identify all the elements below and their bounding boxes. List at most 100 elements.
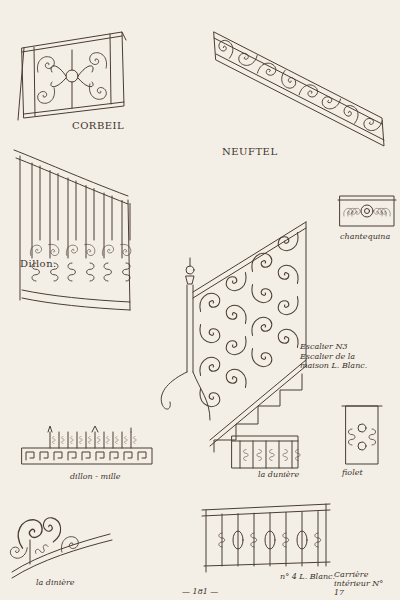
iron-stroke (61, 537, 78, 552)
iron-stroke (40, 166, 41, 240)
iron-stroke (94, 189, 95, 241)
corbeil-railing (18, 32, 126, 120)
iron-stroke (38, 515, 66, 543)
narrow-panel (342, 406, 382, 464)
iron-stroke (252, 285, 272, 303)
iron-stroke (106, 437, 109, 444)
sketch-caption: Escalier N3 (300, 342, 348, 351)
small-balcony (338, 196, 396, 226)
iron-stroke (58, 174, 59, 241)
iron-stroke (90, 53, 107, 68)
iron-stroke (278, 329, 298, 347)
iron-stroke (200, 293, 220, 311)
iron-stroke (341, 103, 362, 123)
iron-stroke (252, 317, 272, 335)
iron-stroke (88, 437, 91, 444)
iron-stroke (348, 429, 355, 445)
sketch-caption: fiolet (342, 468, 363, 477)
iron-stroke (95, 432, 96, 448)
iron-stroke (37, 57, 54, 72)
iron-stroke (257, 450, 262, 461)
iron-stroke (123, 263, 130, 281)
page-number: — 181 — (182, 587, 218, 596)
iron-stroke (270, 513, 271, 566)
iron-stroke (104, 263, 111, 281)
bottom-railing (202, 504, 330, 572)
iron-stroke (296, 450, 301, 461)
iron-stroke (240, 441, 241, 468)
iron-stroke (115, 437, 118, 444)
iron-stroke (200, 357, 220, 375)
iron-stroke (283, 450, 288, 461)
iron-stroke (49, 244, 59, 255)
iron-stroke (14, 517, 47, 549)
iron-stroke (244, 450, 249, 461)
iron-stroke (369, 429, 376, 445)
iron-stroke (251, 533, 257, 547)
iron-stroke (30, 245, 41, 255)
iron-stroke (252, 349, 272, 367)
sketch-caption: Carrière intérieur N° 17 (334, 570, 396, 598)
iron-stroke (278, 297, 298, 315)
iron-stroke (200, 325, 220, 343)
iron-stroke (253, 441, 254, 468)
sketch-caption: chantequina (340, 232, 390, 241)
iron-stroke (86, 432, 87, 448)
iron-stroke (216, 38, 237, 58)
iron-stroke (50, 432, 51, 448)
sketch-caption: NEUFTEL (222, 146, 278, 158)
iron-stroke (279, 441, 280, 468)
iron-stroke (286, 512, 287, 566)
iron-stroke (352, 208, 360, 216)
iron-stroke (122, 201, 123, 259)
iron-stroke (102, 245, 113, 255)
sketch-caption: CORBEIL (72, 120, 124, 132)
iron-stroke (68, 432, 69, 448)
iron-stroke (200, 389, 220, 407)
iron-stroke (219, 533, 225, 547)
sketch-caption: dillon - mille (70, 472, 121, 481)
iron-stroke (257, 60, 278, 80)
sketch-caption: Escalier de la maison L. Blanc. (300, 352, 378, 370)
iron-stroke (87, 263, 94, 281)
iron-stroke (59, 432, 60, 448)
iron-stroke (86, 186, 87, 259)
iron-stroke (374, 208, 382, 216)
iron-stroke (302, 512, 303, 566)
iron-stroke (292, 441, 293, 468)
sketch-caption: la dunière (258, 470, 299, 479)
scroll-ornament (12, 534, 112, 578)
small-railing (232, 436, 298, 468)
iron-stroke (278, 233, 298, 251)
iron-stroke (121, 244, 131, 255)
iron-stroke (112, 196, 113, 240)
iron-stroke (297, 531, 307, 549)
iron-stroke (254, 513, 255, 566)
dillon-railing (14, 150, 130, 310)
iron-stroke (133, 437, 136, 444)
iron-stroke (89, 84, 106, 99)
iron-stroke (61, 437, 64, 444)
iron-stroke (266, 441, 267, 468)
iron-stroke (278, 265, 298, 283)
iron-stroke (104, 432, 105, 448)
staircase-railing (161, 222, 306, 452)
iron-stroke (131, 432, 132, 448)
iron-stroke (52, 437, 55, 444)
greek-key-railing (22, 448, 152, 464)
iron-stroke (122, 432, 123, 448)
iron-stroke (283, 533, 289, 547)
iron-stroke (278, 70, 299, 90)
neuftel-railing (214, 32, 384, 146)
iron-stroke (97, 437, 100, 444)
iron-stroke (320, 92, 341, 112)
sketch-caption: Dillon. (20, 258, 57, 270)
iron-stroke (34, 544, 49, 556)
iron-stroke (252, 253, 272, 271)
iron-stroke (79, 437, 82, 444)
iron-stroke (315, 533, 321, 547)
iron-stroke (48, 426, 131, 432)
iron-stroke (38, 88, 55, 103)
iron-stroke (68, 178, 69, 258)
